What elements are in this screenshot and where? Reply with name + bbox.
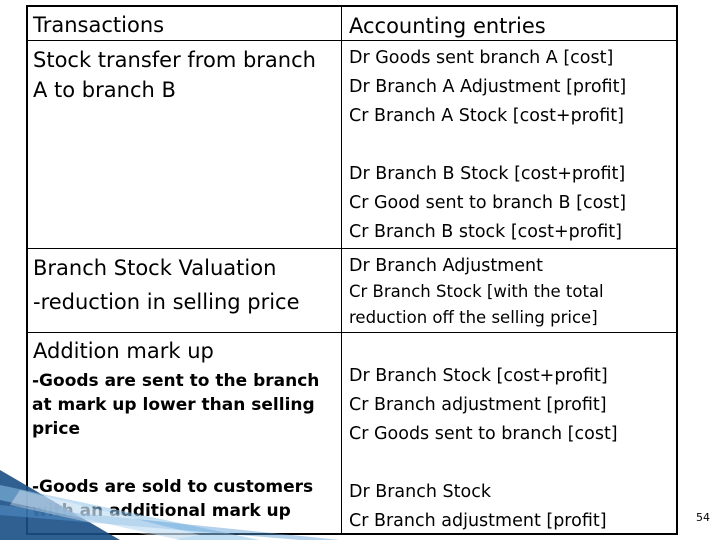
entry-line: Cr Branch B stock [cost+profit] [349, 222, 622, 242]
entry-line: Dr Branch A Adjustment [profit] [349, 77, 627, 97]
row-divider [28, 332, 676, 333]
row-markup-title: Addition mark up [33, 339, 214, 363]
row-valuation-label: Branch Stock Valuation -reduction in sel… [33, 251, 300, 319]
row-additional-markup-entries: Dr Branch Stock Cr Branch adjustment [pr… [349, 478, 607, 536]
entry-line: Dr Branch B Stock [cost+profit] [349, 164, 626, 184]
text-line: Stock transfer from branch [33, 48, 316, 72]
entry-line: Dr Branch Stock [cost+profit] [349, 366, 608, 386]
entry-line: Cr Branch A Stock [cost+profit] [349, 106, 624, 126]
entry-line: reduction off the selling price] [349, 308, 598, 327]
text-line: A to branch B [33, 78, 176, 102]
row-markup-entries: Dr Branch Stock [cost+profit] Cr Branch … [349, 362, 618, 449]
entry-line: Dr Goods sent branch A [cost] [349, 48, 614, 68]
row-valuation-entries: Dr Branch Adjustment Cr Branch Stock [wi… [349, 253, 604, 331]
row-stock-transfer-entries-a: Dr Goods sent branch A [cost] Dr Branch … [349, 44, 626, 131]
header-divider [28, 40, 676, 41]
row-divider [28, 248, 676, 249]
entry-line: Cr Branch Stock [with the total [349, 282, 604, 301]
column-divider [341, 7, 342, 533]
entry-line: Dr Branch Stock [349, 482, 491, 502]
row-stock-transfer-label: Stock transfer from branch A to branch B [33, 45, 316, 105]
text-line: Branch Stock Valuation [33, 256, 277, 280]
entry-line: Cr Branch adjustment [profit] [349, 511, 607, 531]
entry-line: Cr Goods sent to branch [cost] [349, 424, 618, 444]
header-accounting-entries: Accounting entries [349, 14, 546, 38]
accounting-table: Transactions Accounting entries Stock tr… [26, 5, 678, 535]
row-additional-markup-description: -Goods are sold to customers with an add… [32, 477, 314, 521]
header-transactions: Transactions [33, 13, 165, 37]
entry-line: Cr Good sent to branch B [cost] [349, 193, 627, 213]
row-markup-description: -Goods are sent to the branch at mark up… [32, 371, 320, 439]
entry-line: Dr Branch Adjustment [349, 256, 543, 276]
entry-line: Cr Branch adjustment [profit] [349, 395, 607, 415]
page-number: 54 [696, 511, 710, 524]
row-stock-transfer-entries-b: Dr Branch B Stock [cost+profit] Cr Good … [349, 160, 626, 247]
text-line: -reduction in selling price [33, 290, 300, 314]
